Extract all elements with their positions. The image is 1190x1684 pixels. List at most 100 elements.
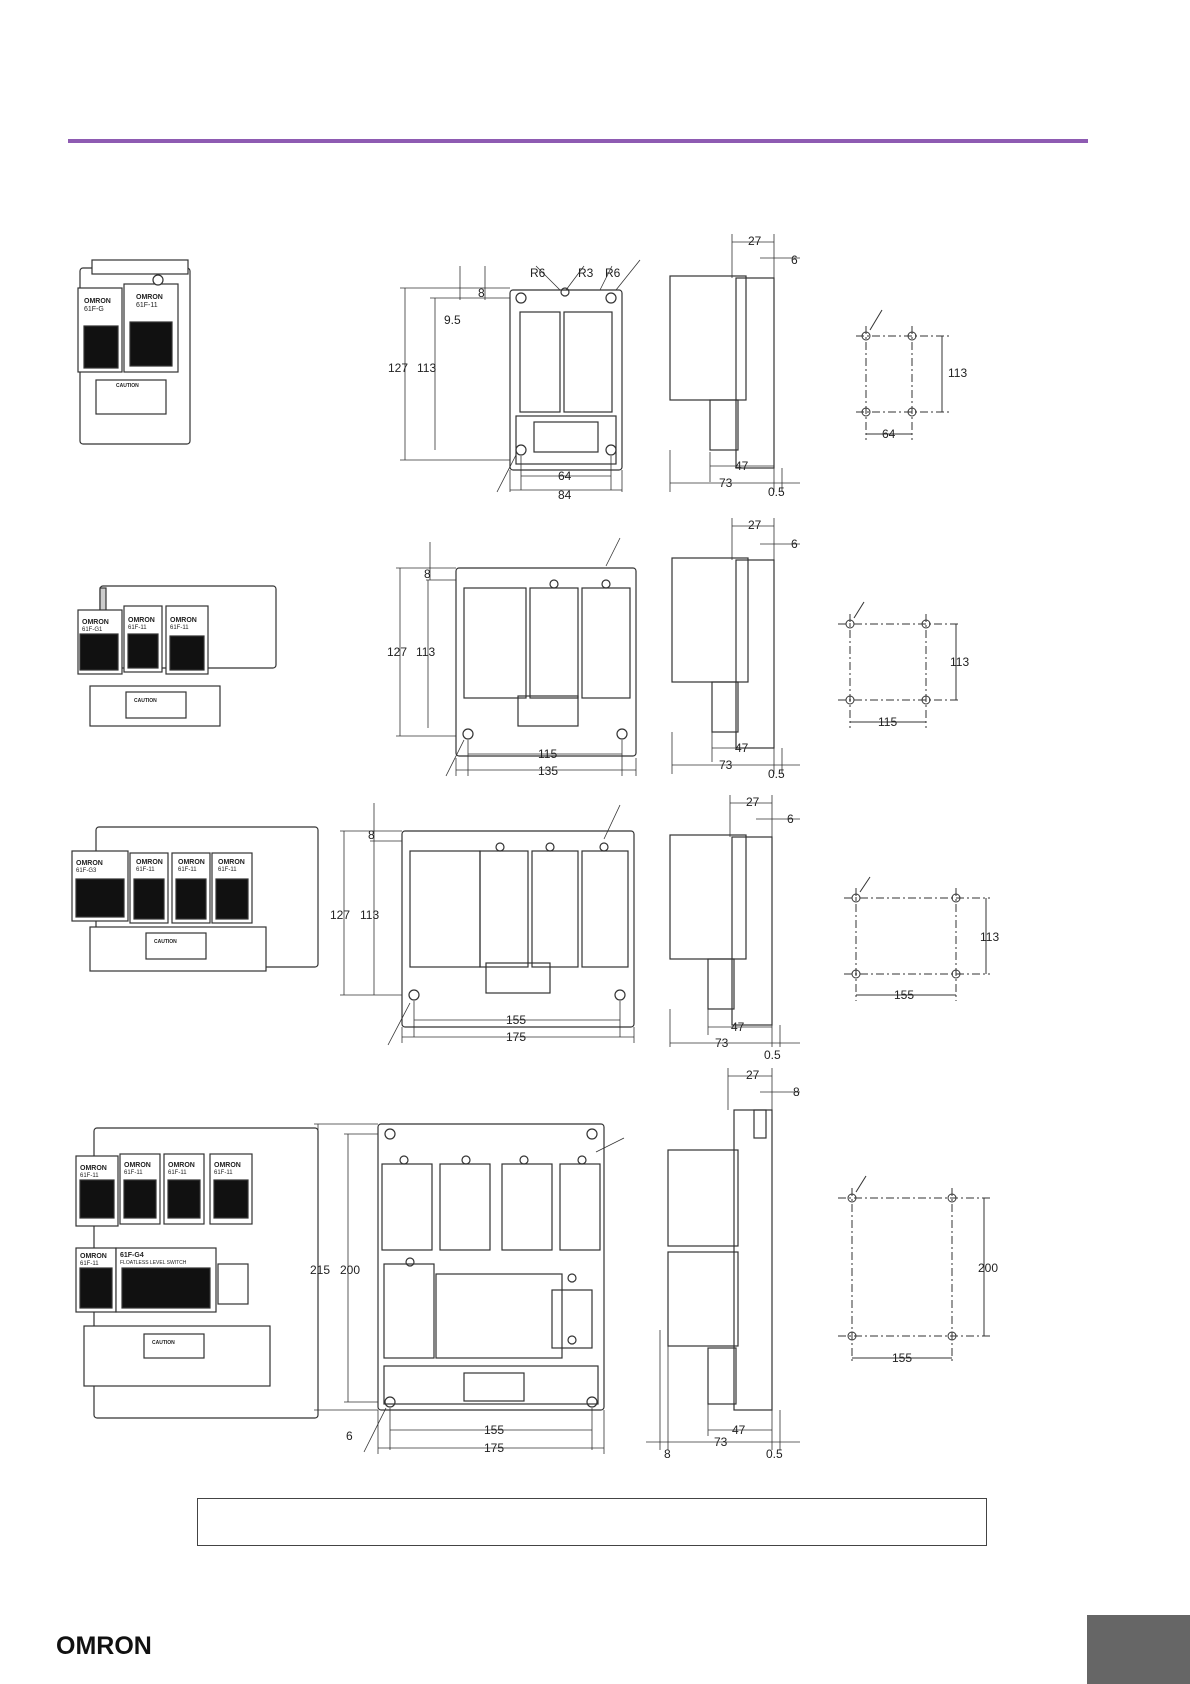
product-brand: OMRON	[178, 859, 205, 866]
dim-mount-height: 113	[980, 930, 999, 944]
product-brand: OMRON	[128, 617, 155, 624]
dim-height-inner: 200	[340, 1263, 360, 1277]
dim-mount-height: 200	[978, 1261, 998, 1275]
dim-side-depth-inner: 47	[735, 741, 749, 755]
caution-label: CAUTION	[154, 939, 177, 945]
product-brand: OMRON	[214, 1162, 241, 1169]
product-model: 61F-11	[124, 1170, 143, 1176]
dim-side-lip: 6	[791, 537, 798, 551]
dim-side-depth-inner: 47	[735, 459, 749, 473]
product-model: 61F-G1	[82, 627, 103, 633]
product-model: 61F-11	[218, 867, 237, 873]
product-illustration-4	[75, 1127, 319, 1419]
product-model: 61F-11	[128, 625, 147, 631]
dim-side-top: 27	[746, 1068, 760, 1082]
page-corner-tab	[1087, 1615, 1190, 1684]
product-illustration-1	[77, 259, 191, 445]
side-view-3	[669, 795, 800, 1047]
dim-top-offset: 8	[368, 828, 375, 842]
product-brand: OMRON	[76, 860, 103, 867]
dim-width: 135	[538, 764, 558, 778]
product-brand: OMRON	[170, 617, 197, 624]
dimension-row-3: OMRON 61F-G3 OMRON 61F-11 OMRON 61F-11 O…	[71, 795, 999, 1062]
dim-side-depth: 73	[715, 1036, 729, 1050]
side-view-1	[669, 234, 800, 492]
mounting-pattern-2	[838, 601, 960, 728]
dimension-row-2: OMRON 61F-G1 OMRON 61F-11 OMRON 61F-11 C…	[77, 518, 969, 781]
dim-mount-height: 113	[950, 655, 969, 669]
mounting-pattern-4	[838, 1175, 990, 1364]
dim-side-lip: 6	[791, 253, 798, 267]
dim-side-top: 27	[748, 518, 762, 532]
product-model: 61F-G	[84, 306, 104, 313]
dim-hole-span: 64	[558, 469, 572, 483]
dim-top-offset-2: 9.5	[444, 313, 461, 327]
product-model: 61F-11	[80, 1173, 99, 1179]
product-brand: OMRON	[82, 619, 109, 626]
dim-side-top: 27	[746, 795, 760, 809]
dim-mount-height: 113	[948, 366, 967, 380]
dim-height-total: 127	[388, 361, 408, 375]
product-brand: OMRON	[218, 859, 245, 866]
dim-side-gap: 0.5	[764, 1048, 781, 1062]
dim-radius: R3	[578, 266, 594, 280]
dimension-row-4: OMRON 61F-11 OMRON 61F-11 OMRON 61F-11 O…	[75, 1068, 998, 1458]
dim-height-inner: 113	[360, 908, 379, 922]
dim-side-gap: 0.5	[768, 485, 785, 499]
dim-side-lip: 8	[793, 1085, 800, 1099]
omron-logo: OMRON	[56, 1632, 152, 1660]
product-model: 61F-11	[136, 302, 158, 309]
dimension-row-1: OMRON 61F-G OMRON 61F-11 CAUTION 127 113…	[77, 234, 967, 502]
product-model: 61F-11	[80, 1261, 99, 1267]
dim-height-inner: 113	[417, 361, 436, 375]
dim-side-gap: 0.5	[768, 767, 785, 781]
dim-width: 175	[506, 1030, 526, 1044]
dim-hole-span: 155	[484, 1423, 504, 1437]
dim-height-total: 127	[387, 645, 407, 659]
product-model: 61F-11	[178, 867, 197, 873]
dim-radius: R6	[530, 266, 546, 280]
product-brand: OMRON	[124, 1162, 151, 1169]
front-view-3	[340, 803, 635, 1046]
product-model: 61F-11	[136, 867, 155, 873]
mounting-pattern-1	[856, 309, 950, 440]
dim-side-depth: 73	[714, 1435, 728, 1449]
product-model: 61F-G3	[76, 868, 97, 874]
product-illustration-2	[77, 585, 277, 727]
product-subtitle: FLOATLESS LEVEL SWITCH	[120, 1260, 187, 1266]
note-box	[197, 1498, 987, 1546]
product-brand: OMRON	[84, 298, 111, 305]
side-view-2	[671, 518, 800, 774]
caution-label: CAUTION	[152, 1340, 175, 1346]
caution-label: CAUTION	[116, 383, 139, 389]
side-view-4	[646, 1068, 800, 1450]
caution-label: CAUTION	[134, 698, 157, 704]
dim-height-total: 215	[310, 1263, 330, 1277]
dim-side-gap: 0.5	[766, 1447, 783, 1458]
product-model: 61F-G4	[120, 1252, 144, 1259]
dim-side-depth: 73	[719, 476, 733, 490]
dim-height-total: 127	[330, 908, 350, 922]
dim-width: 175	[484, 1441, 504, 1455]
dim-mount-width: 155	[894, 988, 914, 1002]
dim-mount-width: 115	[878, 715, 897, 729]
product-brand: OMRON	[136, 859, 163, 866]
dim-side-depth: 73	[719, 758, 733, 772]
product-illustration-3	[71, 826, 319, 972]
mounting-pattern-3	[844, 876, 990, 1001]
front-view-4	[314, 1123, 625, 1454]
front-view-1	[400, 259, 641, 493]
dim-side-lip: 6	[787, 812, 794, 826]
product-brand: OMRON	[136, 294, 163, 301]
dim-side-depth-inner: 47	[732, 1423, 746, 1437]
dim-mount-width: 155	[892, 1351, 912, 1365]
dim-side-left: 8	[664, 1447, 671, 1458]
product-model: 61F-11	[170, 625, 189, 631]
product-brand: OMRON	[80, 1253, 107, 1260]
dim-top-offset: 8	[424, 567, 431, 581]
product-model: 61F-11	[168, 1170, 187, 1176]
dim-mount-width: 64	[882, 427, 896, 441]
dim-bottom-offset: 6	[346, 1429, 353, 1443]
dim-width: 84	[558, 488, 572, 502]
dim-top-offset: 8	[478, 286, 485, 300]
